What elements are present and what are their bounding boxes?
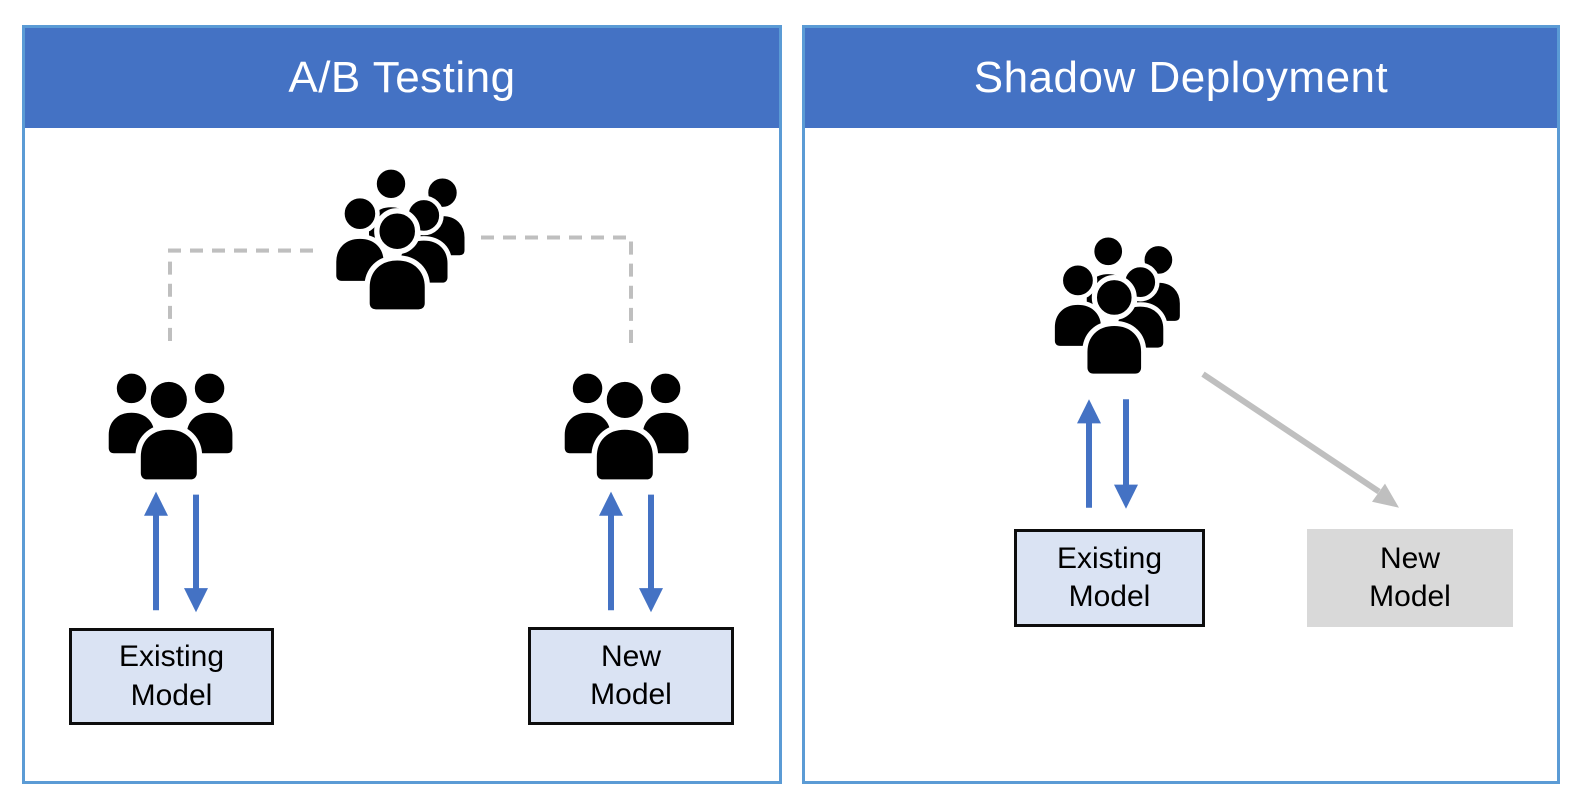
existing-model-box: Existing Model bbox=[1014, 529, 1205, 627]
panel-title: Shadow Deployment bbox=[973, 53, 1389, 102]
gray-diagonal-arrow-head bbox=[1372, 483, 1399, 508]
down-arrow-head bbox=[639, 588, 663, 613]
existing-model-label: Existing Model bbox=[118, 640, 225, 712]
users-crowd-icon bbox=[320, 165, 478, 317]
up-arrow-head bbox=[1077, 399, 1101, 424]
users-group-icon bbox=[96, 358, 246, 486]
panel-body: Existing Model New Model bbox=[805, 128, 1557, 781]
connector-layer bbox=[1077, 371, 1399, 509]
existing-model-box: Existing Model bbox=[69, 628, 274, 725]
ab-testing-panel: A/B Testing bbox=[22, 25, 782, 784]
new-model-label: New Model bbox=[590, 639, 672, 711]
dashed-elbow-left-connector bbox=[168, 248, 313, 348]
up-arrow-head bbox=[144, 491, 168, 516]
panel-body: Existing Model New Model bbox=[25, 128, 779, 781]
new-model-box: New Model bbox=[528, 627, 734, 725]
new-model-label: New Model bbox=[1369, 541, 1451, 613]
users-crowd-icon bbox=[1039, 233, 1193, 381]
panel-header: Shadow Deployment bbox=[805, 28, 1557, 128]
panel-header: A/B Testing bbox=[25, 28, 779, 128]
down-arrow-head bbox=[184, 588, 208, 613]
up-arrow-head bbox=[599, 491, 623, 516]
shadow-deployment-panel: Shadow Deployment Existing Model New Mo bbox=[802, 25, 1560, 784]
new-model-box: New Model bbox=[1307, 529, 1513, 627]
down-arrow-head bbox=[1114, 484, 1138, 509]
panel-title: A/B Testing bbox=[288, 53, 516, 102]
existing-model-label: Existing Model bbox=[1056, 541, 1163, 613]
dashed-elbow-right-connector bbox=[481, 235, 633, 352]
gray-diagonal-arrow bbox=[1201, 371, 1381, 495]
connector-layer bbox=[144, 235, 663, 613]
users-group-icon bbox=[552, 358, 702, 486]
